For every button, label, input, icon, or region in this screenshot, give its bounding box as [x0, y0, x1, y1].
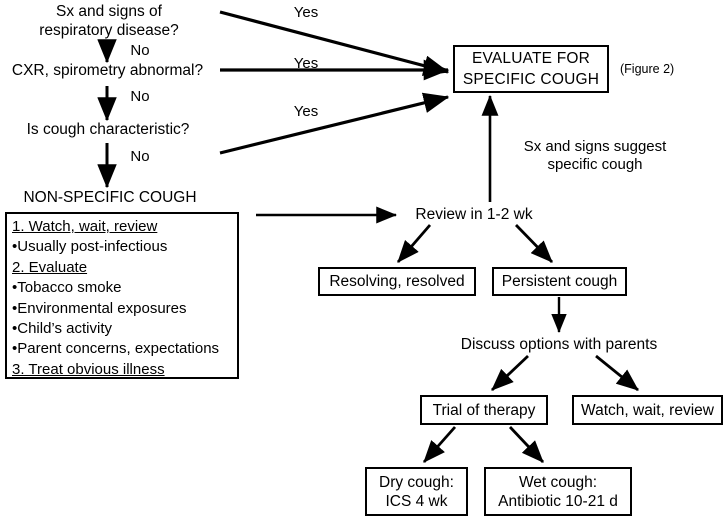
- arrow-trial-to-dry: [422, 426, 457, 463]
- node-evaluate-line1: EVALUATE FOR: [471, 50, 591, 67]
- node-wet-cough-treatment: Wet cough: Antibiotic 10-21 d: [484, 467, 632, 516]
- decision-respiratory-disease-line1: Sx and signs of: [56, 3, 162, 20]
- arrow-yes-d1-to-evaluate: [219, 10, 450, 76]
- node-dry-cough-line1: Dry cough:: [379, 473, 454, 491]
- node-evaluate-line2: SPECIFIC COUGH: [462, 71, 600, 88]
- management-list-box: 1. Watch, wait, review •Usually post-inf…: [5, 212, 239, 379]
- arrow-review-to-resolving: [396, 224, 432, 263]
- list-item: 2. Evaluate: [12, 258, 88, 276]
- node-non-specific-cough: NON-SPECIFIC COUGH: [23, 189, 197, 206]
- decision-cxr-spirometry: CXR, spirometry abnormal?: [11, 62, 204, 79]
- node-dry-cough-line2: ICS 4 wk: [385, 492, 448, 510]
- list-item: •Usually post-infectious: [12, 238, 168, 256]
- decision-cough-characteristic: Is cough characteristic?: [26, 121, 190, 138]
- list-item: •Child’s activity: [12, 320, 113, 338]
- arrow-review-to-persistent: [514, 224, 554, 263]
- arrow-discuss-to-watch: [595, 354, 639, 392]
- edge-label-no-2: No: [130, 88, 150, 105]
- edge-label-no-1: No: [130, 42, 150, 59]
- edge-label-yes-3: Yes: [293, 103, 319, 120]
- figure-reference-caption: (Figure 2): [620, 62, 675, 76]
- node-evaluate-specific-cough: EVALUATE FOR SPECIFIC COUGH: [453, 45, 609, 93]
- edge-label-specific-suggest-line1: Sx and signs suggest: [523, 138, 667, 155]
- list-item: 1. Watch, wait, review: [12, 218, 158, 235]
- list-item: •Tobacco smoke: [12, 279, 122, 297]
- node-watch-wait-review: Watch, wait, review: [572, 395, 723, 425]
- edge-label-specific-suggest: Sx and signs suggest specific cough: [500, 138, 690, 174]
- edge-label-yes-2: Yes: [293, 55, 319, 72]
- edge-label-yes-1: Yes: [293, 4, 319, 21]
- node-review-in-1-2-wk: Review in 1-2 wk: [415, 206, 533, 223]
- arrow-yes-d3-to-evaluate: [219, 92, 450, 155]
- node-wet-cough-line1: Wet cough:: [518, 473, 598, 491]
- list-item: 3. Treat obvious illness: [12, 360, 165, 378]
- node-persistent-cough: Persistent cough: [492, 267, 627, 296]
- edge-label-specific-suggest-line2: specific cough: [547, 156, 643, 173]
- decision-respiratory-disease: Sx and signs of respiratory disease?: [24, 2, 194, 40]
- arrow-discuss-to-trial: [491, 354, 529, 392]
- arrow-trial-to-wet: [508, 426, 545, 463]
- edge-label-no-3: No: [130, 148, 150, 165]
- node-wet-cough-line2: Antibiotic 10-21 d: [498, 492, 618, 510]
- node-trial-of-therapy: Trial of therapy: [420, 395, 548, 425]
- node-resolving-resolved: Resolving, resolved: [318, 267, 476, 296]
- list-item: •Parent concerns, expectations: [12, 340, 220, 358]
- list-item: •Environmental exposures: [12, 299, 187, 317]
- node-dry-cough-treatment: Dry cough: ICS 4 wk: [365, 467, 468, 516]
- decision-respiratory-disease-line2: respiratory disease?: [39, 22, 179, 39]
- node-discuss-options: Discuss options with parents: [460, 336, 658, 353]
